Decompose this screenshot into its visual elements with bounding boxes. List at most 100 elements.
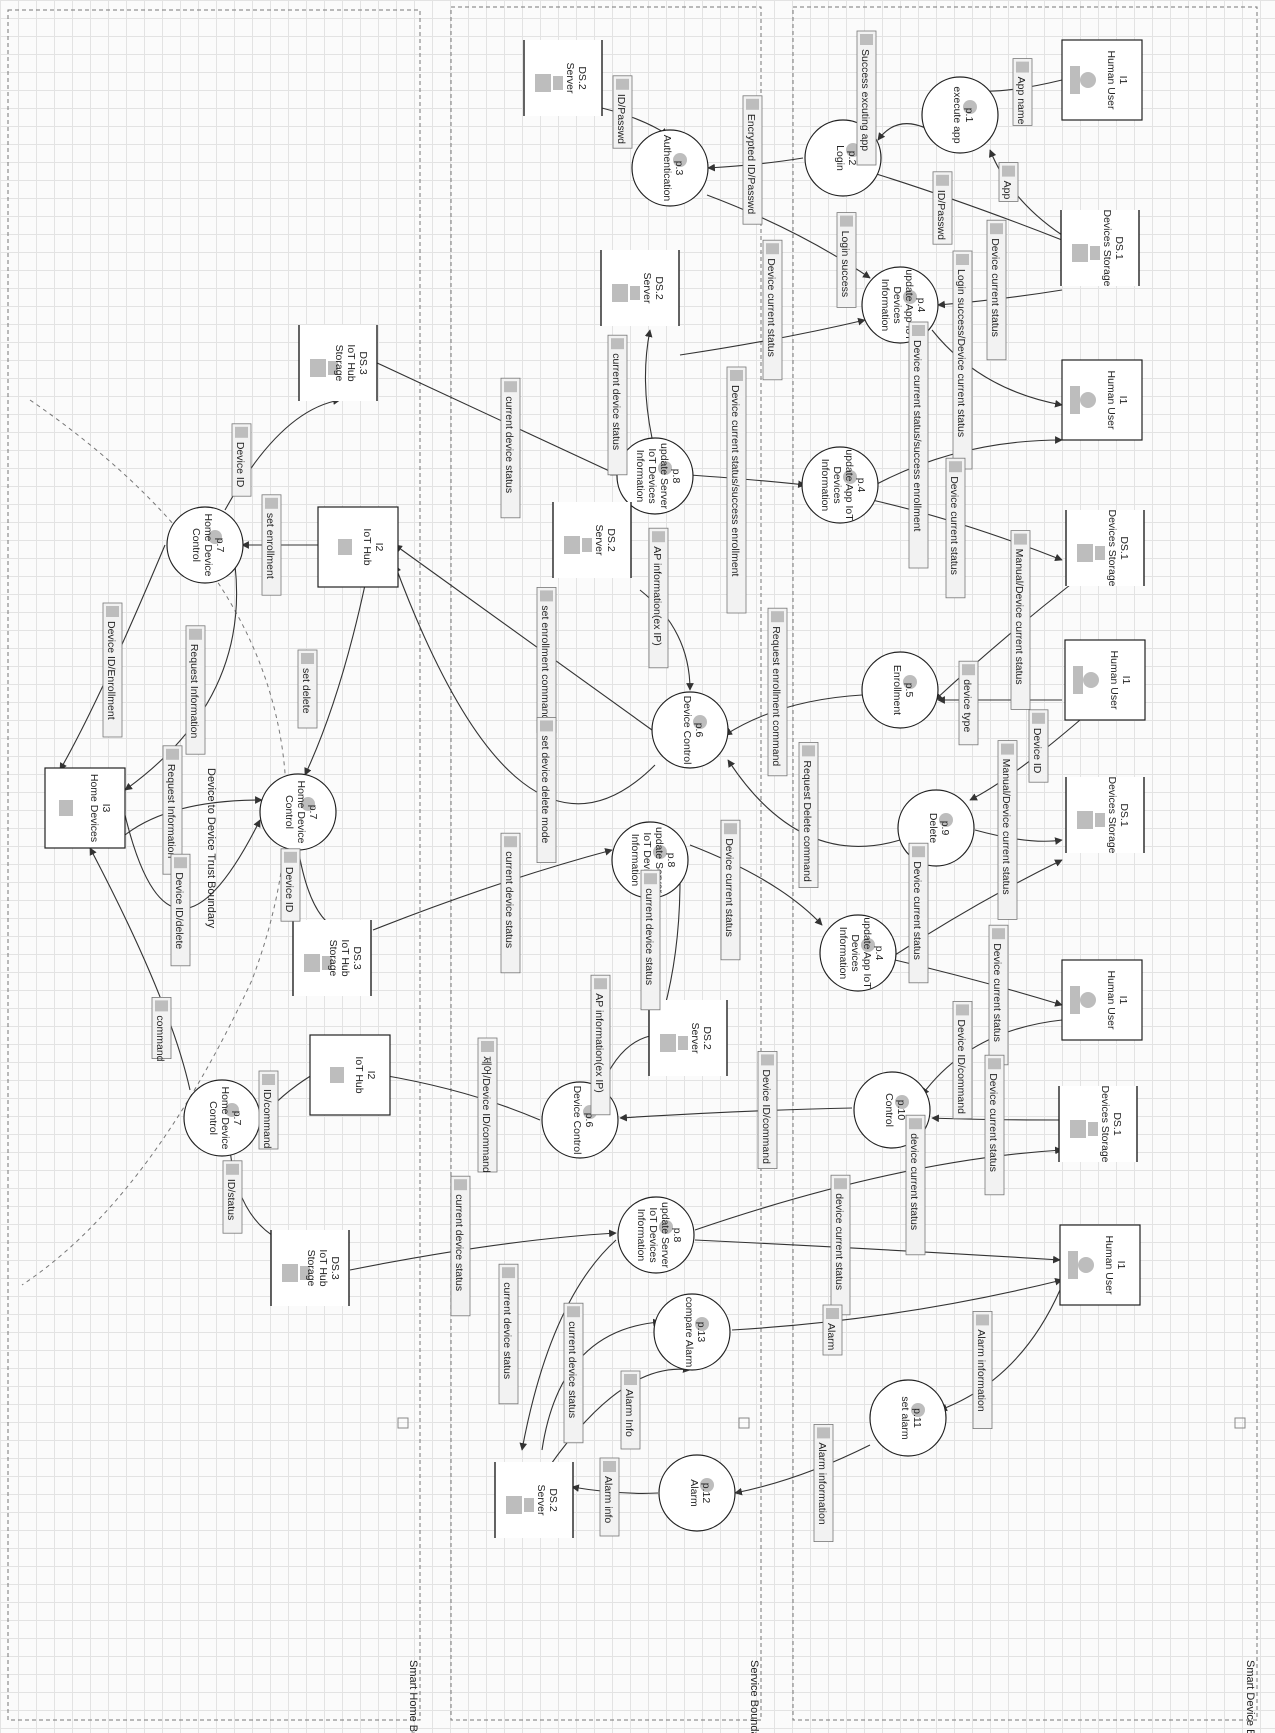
node-text: I1 — [1117, 396, 1129, 405]
data-flow[interactable] — [871, 499, 1063, 562]
data-flow[interactable] — [969, 719, 1081, 801]
data-store-ds2d[interactable]: DS.2Server — [648, 1000, 728, 1076]
process-p8c[interactable]: p.8update ServerIoT DevicesInformation — [617, 1196, 695, 1274]
flow-icon — [802, 745, 815, 757]
database-icon — [282, 1264, 310, 1282]
external-entity-ext3[interactable]: I1Human User — [1064, 639, 1146, 721]
flow-icon — [826, 1308, 839, 1319]
node-text: p.8 — [665, 853, 677, 868]
boundary-label: Smart Home Boundary — [407, 1660, 419, 1733]
process-p7c[interactable]: p.7Home DeviceControl — [183, 1079, 261, 1157]
svg-text:DS.2Server: DS.2Server — [641, 273, 665, 304]
process-p7b[interactable]: p.7Home DeviceControl — [259, 773, 337, 851]
process-p8b[interactable]: p.8update ServerIoT DevicesInformation — [611, 821, 689, 899]
data-flow[interactable] — [372, 848, 613, 931]
external-entity-ext4[interactable]: I1Human User — [1061, 959, 1143, 1041]
external-entity-hub1[interactable]: I2IoT Hub — [317, 506, 399, 588]
process-p7a[interactable]: p.7Home DeviceControl — [166, 506, 244, 584]
flow-icon — [936, 174, 949, 186]
data-flow[interactable] — [644, 329, 653, 439]
data-flow[interactable] — [689, 844, 823, 926]
flow-label-text: current device status — [610, 353, 622, 450]
flow-label: AP information(ex IP) — [648, 527, 669, 669]
data-flow[interactable] — [394, 544, 653, 731]
data-store-ds1a[interactable]: DS.1Devices Storage — [1060, 209, 1140, 287]
data-flow[interactable] — [541, 1318, 661, 1451]
data-flow[interactable] — [124, 796, 263, 836]
flow-label-text: set device delete mode — [539, 735, 551, 843]
data-flow[interactable] — [304, 584, 366, 776]
data-store-ds2e[interactable]: DS.2Server — [494, 1462, 574, 1538]
flow-icon — [262, 1074, 275, 1085]
data-flow[interactable] — [393, 564, 656, 805]
data-store-ds3b[interactable]: DS.3IoT HubStorage — [292, 920, 372, 996]
process-p4b[interactable]: p.4update App IoTDevicesInformation — [801, 446, 879, 524]
node-text: p.4 — [915, 298, 927, 313]
data-store-ds1b[interactable]: DS.1Devices Storage — [1065, 509, 1145, 587]
data-store-ds2c[interactable]: DS.2Server — [552, 502, 632, 578]
user-icon — [1070, 986, 1096, 1014]
data-store-ds1c[interactable]: DS.1Devices Storage — [1065, 776, 1145, 854]
node-text: compare Alarm — [683, 1297, 695, 1368]
data-flow[interactable] — [731, 1277, 1063, 1331]
external-entity-ext2[interactable]: I1Human User — [1061, 359, 1143, 441]
external-entity-ext1[interactable]: I1Human User — [1061, 39, 1143, 121]
process-p5[interactable]: p.5Enrollment — [861, 651, 939, 729]
flow-icon — [502, 1267, 515, 1279]
data-store-ds1d[interactable]: DS.1Devices Storage — [1058, 1085, 1138, 1163]
flow-icon — [976, 1314, 989, 1326]
data-store-ds2a[interactable]: DS.2Server — [523, 40, 603, 116]
svg-text:I2IoT Hub: I2IoT Hub — [361, 528, 385, 565]
data-flow[interactable] — [539, 1365, 691, 1481]
data-flow[interactable] — [869, 170, 1063, 241]
data-flow[interactable] — [694, 1239, 1061, 1264]
data-flow[interactable] — [662, 879, 681, 1011]
data-flow[interactable] — [939, 1289, 1061, 1412]
data-flow[interactable] — [931, 329, 1063, 408]
data-flow[interactable] — [921, 1019, 1063, 1096]
flow-icon — [817, 1427, 830, 1439]
data-flow[interactable] — [974, 829, 1063, 845]
database-icon — [535, 74, 563, 92]
flow-icon — [284, 851, 297, 863]
process-p12[interactable]: p.12Alarm — [658, 1454, 736, 1532]
process-p1[interactable]: p.1execute app — [921, 76, 999, 154]
data-flow[interactable] — [519, 1239, 617, 1451]
data-store-ds3a[interactable]: DS.3IoT HubStorage — [298, 325, 378, 401]
node-text: IoT Devices — [647, 1207, 659, 1262]
external-entity-hub2[interactable]: I2IoT Hub — [309, 1034, 391, 1116]
external-entity-home[interactable]: I3Home Devices — [44, 767, 126, 849]
external-entity-ext5[interactable]: I1Human User — [1059, 1224, 1141, 1306]
flow-label: current device status — [563, 1302, 584, 1444]
flow-label-text: Device current status/success enrollment — [729, 385, 741, 576]
data-flow[interactable] — [124, 564, 238, 791]
data-flow[interactable] — [374, 361, 619, 476]
data-store-ds3c[interactable]: DS.3IoT HubStorage — [270, 1230, 350, 1306]
process-p11[interactable]: p.11set alarm — [869, 1379, 947, 1457]
process-p13[interactable]: p.13compare Alarm — [653, 1293, 731, 1371]
flow-label: Manual/Device current status — [997, 740, 1018, 920]
data-flow[interactable] — [381, 1072, 541, 1121]
process-p8a[interactable]: p.8update ServerIoT DevicesInformation — [616, 437, 694, 515]
user-icon — [1070, 66, 1096, 94]
data-store-ds2b[interactable]: DS.2Server — [600, 250, 680, 326]
data-flow[interactable] — [89, 847, 191, 1091]
trust-boundary-label: Device to Device Trust Boundary — [205, 768, 217, 929]
data-flow[interactable] — [349, 1229, 617, 1271]
data-flow[interactable] — [934, 584, 1071, 701]
node-text: p.6 — [693, 723, 705, 738]
process-p6a[interactable]: p.6Device Control — [651, 691, 729, 769]
data-flow[interactable] — [724, 694, 863, 736]
process-p4c[interactable]: p.4update App IoTDevicesInformation — [819, 914, 897, 992]
data-flow[interactable] — [619, 1107, 853, 1122]
device-icon — [59, 800, 73, 816]
process-p3[interactable]: p.3Authentication — [631, 129, 709, 207]
data-flow[interactable] — [689, 474, 806, 489]
data-flow[interactable] — [734, 1444, 871, 1496]
gear-icon — [225, 1103, 239, 1117]
flow-icon — [301, 653, 314, 664]
data-flow[interactable] — [297, 847, 341, 932]
data-flow[interactable] — [124, 814, 261, 910]
gear-icon — [903, 675, 917, 689]
data-flow[interactable] — [694, 1146, 1063, 1231]
